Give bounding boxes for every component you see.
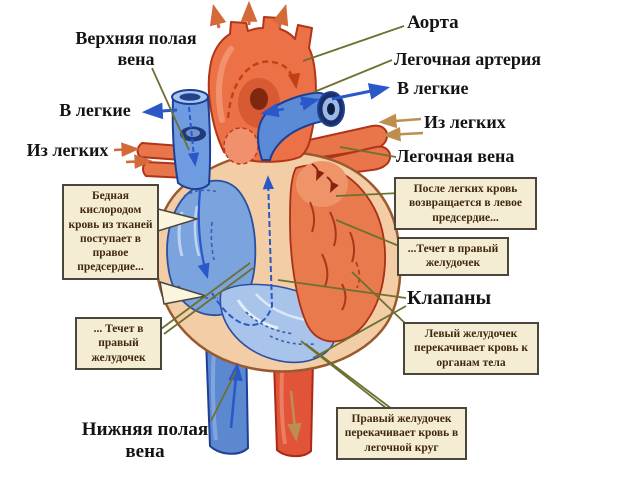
flow-arrow-left-atrium-2 (326, 176, 339, 193)
leader-valves-2 (312, 305, 407, 359)
flow-arrow-pa-right (299, 96, 320, 111)
flow-arrow-descaorta-down (287, 390, 302, 442)
leader-after-lungs-box (335, 192, 401, 197)
flow-arrow-from-lungs-right-2 (382, 126, 424, 142)
leader-pulmonary-vein (339, 146, 397, 158)
callout-deoxygenated-to-right-atrium: Бедная кислородом кровь из тканей поступ… (62, 184, 159, 280)
left-heart-muscle (289, 161, 386, 343)
leader-right-ventricle-box-b (306, 344, 393, 410)
wedge-tricuspid (159, 280, 207, 305)
flow-arrow-ivc-up (228, 362, 243, 429)
label-pulmonary-artery: Легочная артерия (394, 49, 542, 69)
flow-arrow-from-lungs-left-1 (113, 142, 140, 157)
leader-valves-1 (277, 279, 407, 299)
leader-flows-left-box-a (160, 262, 251, 330)
callout-after-lungs-to-left-atrium: После легких кровь возвращается в левое … (394, 177, 537, 230)
superior-vena-cava-vessel (171, 89, 212, 191)
leader-flows-right-box (335, 219, 400, 247)
flow-arrow-from-lungs-right-1 (378, 113, 422, 129)
leader-flows-left-box-b (163, 267, 254, 335)
flow-arrow-aorta-arch (226, 60, 301, 119)
label-from-lungs-left: Из легких (26, 140, 109, 160)
leader-superior-vena-cava (151, 67, 190, 151)
flow-arrow-branch-3 (272, 3, 289, 29)
label-to-lungs-right: В легкие (397, 78, 469, 98)
label-valves: Клапаны (407, 287, 492, 309)
label-from-lungs-right: Из легких (424, 112, 506, 132)
flow-arrow-atrium-down (197, 189, 210, 279)
leader-left-ventricle-box (351, 271, 410, 328)
label-pulmonary-vein: Легочная вена (396, 146, 515, 166)
label-superior-vena-cava: Верхняя полая вена (75, 28, 197, 70)
flow-arrow-pa-left (260, 103, 285, 118)
flow-arrow-ventricle-up (211, 175, 274, 327)
callout-flows-to-right-ventricle-left: ... Течет в правый желудочек (75, 317, 162, 370)
leader-pulmonary-artery (313, 59, 393, 93)
leader-aorta (302, 25, 405, 62)
label-inferior-vena-cava: Нижняя полая вена (81, 419, 209, 463)
leader-lines (151, 25, 410, 422)
flow-arrow-from-lungs-left-2 (125, 154, 153, 169)
flow-arrow-branch-1 (209, 3, 227, 29)
callout-left-ventricle-pumps: Левый желудочек перекачивает кровь к орг… (403, 322, 539, 375)
aortic-root (223, 127, 259, 165)
label-to-lungs-left: В легкие (59, 100, 131, 120)
left-atrium-area (296, 161, 348, 207)
callout-flows-to-right-ventricle-right: ...Течет в правый желудочек (397, 237, 509, 276)
callout-wedges (157, 208, 207, 305)
callout-right-ventricle-pumps: Правый желудочек перекачивает кровь в ле… (336, 407, 467, 460)
flow-arrow-left-atrium-1 (311, 163, 325, 181)
flow-arrow-svc-down (188, 106, 200, 167)
flow-arrow-to-lungs-right (331, 83, 391, 101)
label-aorta: Аорта (407, 12, 459, 33)
leader-inferior-vena-cava (210, 370, 237, 422)
